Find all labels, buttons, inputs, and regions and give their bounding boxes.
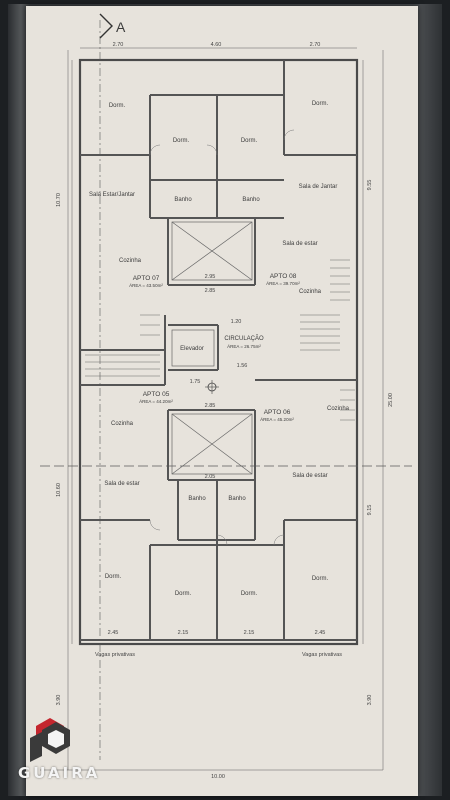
dim-top-center: 4.60 (211, 42, 222, 48)
dim-right-lower: 9.15 (367, 505, 373, 516)
apartment-area: ÁREA = 43.50m² (129, 282, 163, 288)
dim-mid-3: 1.20 (231, 319, 242, 325)
dim-mid-1: 2.85 (205, 288, 216, 294)
room-label-dorm-bm2: Dorm. (241, 591, 258, 597)
dim-right-parking: 3.90 (367, 695, 373, 706)
room-label-banho-b2: Banho (228, 496, 246, 502)
dim-right-upper: 9.55 (367, 180, 373, 191)
dim-left-lower: 10.60 (56, 483, 62, 497)
room-label-dorm-br: Dorm. (312, 576, 329, 582)
apartment-area: ÁREA = 44.20m² (139, 398, 173, 404)
room-label-banho-b1: Banho (188, 496, 206, 502)
dim-bottom-room-1: 2.15 (178, 630, 189, 636)
apartment-name: APTO 05 (143, 391, 170, 398)
dim-mid-0: 2.95 (205, 274, 216, 280)
room-label-dorm-bm1: Dorm. (175, 591, 192, 597)
room-label-dorm-tm1: Dorm. (173, 138, 190, 144)
room-label-sala-estar-bl: Sala de estar (104, 481, 139, 487)
parking-note-right: Vagas privativas (302, 652, 342, 658)
apartment-name: APTO 07 (133, 275, 160, 282)
room-label-cozinha-br: Cozinha (327, 406, 350, 412)
level-marker-icon (205, 380, 219, 394)
room-label-sala-estar-r: Sala de estar (282, 241, 317, 247)
room-label-elevador: Elevador (180, 346, 204, 352)
room-label-banho-t1: Banho (174, 197, 192, 203)
dim-mid-2: 1.75 (190, 379, 201, 385)
dim-bottom-room-2: 2.15 (244, 630, 255, 636)
circulation-area: ÁREA = 26.75m² (227, 343, 261, 349)
north-arrow-icon (99, 13, 113, 39)
room-label-dorm-tm2: Dorm. (241, 138, 258, 144)
brand-name: GUAIRA (18, 764, 101, 782)
dim-mid-5: 2.85 (205, 403, 216, 409)
room-label-dorm-tr: Dorm. (312, 101, 329, 107)
dim-top-left: 2.70 (113, 42, 124, 48)
room-label-banho-t2: Banho (242, 197, 260, 203)
room-label-cozinha-l: Cozinha (119, 258, 142, 264)
apartment-name: APTO 06 (264, 409, 291, 416)
dim-mid-4: 1.56 (237, 363, 248, 369)
dim-bottom-room-0: 2.45 (108, 630, 119, 636)
dim-bottom-room-3: 2.45 (315, 630, 326, 636)
dim-top-right: 2.70 (310, 42, 321, 48)
dim-mid-6: 2.05 (205, 474, 216, 480)
dim-left-parking: 3.90 (56, 695, 62, 706)
room-label-sala-estar-br: Sala de estar (292, 473, 327, 479)
dim-left-upper: 10.70 (56, 193, 62, 207)
parking-note-left: Vagas privativas (95, 652, 135, 658)
room-label-cozinha-r: Cozinha (299, 289, 322, 295)
dim-total-width: 10.00 (211, 774, 225, 780)
room-label-sala-estar-jantar: Sala Estar/Jantar (89, 192, 135, 198)
room-label-dorm-tl: Dorm. (109, 103, 126, 109)
room-label-dorm-bl: Dorm. (105, 574, 122, 580)
section-letter: A (116, 19, 126, 35)
room-label-circulacao: CIRCULAÇÃO (224, 335, 264, 342)
apartment-area: ÁREA = 45.20m² (260, 416, 294, 422)
room-label-sala-jantar: Sala de Jantar (299, 184, 338, 190)
apartment-name: APTO 08 (270, 273, 297, 280)
guaira-logo (30, 718, 70, 762)
plan-sheet (26, 6, 418, 796)
apartment-area: ÁREA = 39.70m² (266, 280, 300, 286)
dim-total-depth: 25.00 (388, 393, 394, 407)
room-label-cozinha-bl: Cozinha (111, 421, 134, 427)
